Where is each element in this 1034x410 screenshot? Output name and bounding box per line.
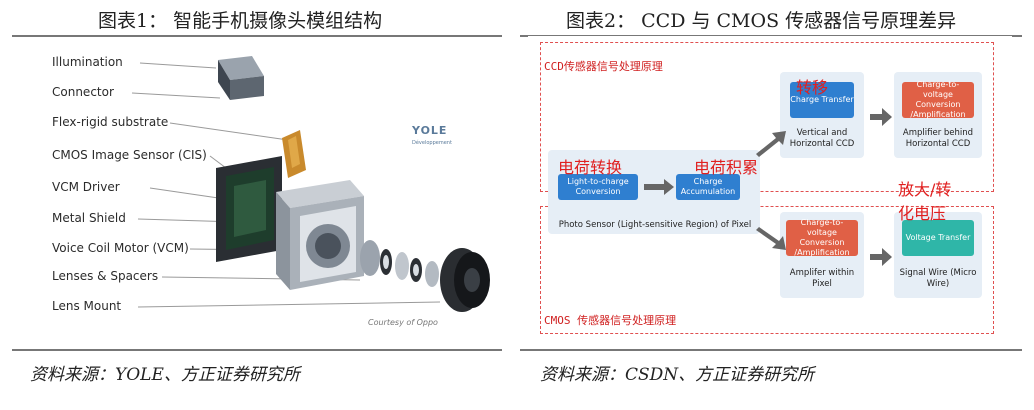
signal-wire-caption: Signal Wire (Micro Wire): [899, 268, 977, 289]
cmos-charge-to-voltage-chip: Charge-to-voltage Conversion /Amplificat…: [786, 218, 858, 257]
figure1-title: 图表1： 智能手机摄像头模组结构: [98, 10, 383, 32]
label-illumination: Illumination: [52, 55, 123, 69]
figure1-source: 资料来源：YOLE、方正证券研究所: [30, 365, 300, 385]
label-lenses-spacers: Lenses & Spacers: [52, 269, 159, 283]
label-metal-shield: Metal Shield: [52, 211, 126, 225]
charge-accumulation-chip: Charge Accumulation: [676, 174, 740, 200]
flow-arrows: [644, 108, 892, 266]
label-connector: Connector: [52, 85, 114, 99]
figure1-top-rule: [12, 35, 502, 37]
label-lens-mount: Lens Mount: [52, 299, 122, 313]
annotation-charge-conversion: 电荷转换: [558, 158, 623, 177]
cmos-amplifier-caption: Amplifer within Pixel: [789, 268, 855, 289]
label-cmos-image-sensor: CMOS Image Sensor (CIS): [52, 148, 207, 162]
ccd-charge-to-voltage-chip: Charge-to-voltage Conversion /Amplificat…: [902, 80, 974, 119]
figure2-source: 资料来源：CSDN、方正证券研究所: [540, 365, 815, 385]
figure2-bottom-rule: [520, 349, 1022, 351]
ccd-group-label: CCD传感器信号处理原理: [544, 60, 663, 73]
light-to-charge-chip: Light-to-charge Conversion: [558, 174, 638, 200]
annotation-charge-accumulation: 电荷积累: [694, 158, 759, 177]
annotation-transfer: 转移: [796, 78, 829, 97]
camera-module-illustration: [131, 56, 490, 312]
photo-sensor-caption: Photo Sensor (Light-sensitive Region) of…: [558, 220, 752, 230]
label-vcm-driver: VCM Driver: [52, 180, 120, 194]
yole-logo: YOLE Développement: [412, 124, 452, 146]
voltage-transfer-chip: Voltage Transfer: [902, 220, 974, 256]
ccd-group-box: [540, 42, 994, 192]
annotation-amplify-1: 放大/转: [898, 180, 952, 199]
label-flex-rigid-substrate: Flex-rigid substrate: [52, 115, 169, 129]
figure1-bottom-rule: [12, 349, 502, 351]
cmos-group-box: [540, 206, 994, 334]
courtesy-note: Courtesy of Oppo: [368, 318, 438, 327]
ccd-transfer-caption: Vertical and Horizontal CCD: [789, 128, 855, 149]
ccd-cmos-diagram: CCD传感器信号处理原理 CMOS 传感器信号处理原理 Light-to-cha…: [528, 36, 1012, 342]
cmos-group-label: CMOS 传感器信号处理原理: [544, 314, 677, 327]
annotation-amplify-2: 化电压: [898, 204, 947, 223]
label-voice-coil-motor: Voice Coil Motor (VCM): [52, 241, 189, 255]
figure2-title: 图表2： CCD 与 CMOS 传感器信号原理差异: [566, 10, 957, 32]
ccd-amplifier-caption: Amplifier behind Horizontal CCD: [902, 128, 974, 149]
camera-module-diagram: Illumination Connector Flex-rigid substr…: [20, 40, 498, 344]
charge-transfer-chip: Charge Transfer: [790, 82, 854, 118]
